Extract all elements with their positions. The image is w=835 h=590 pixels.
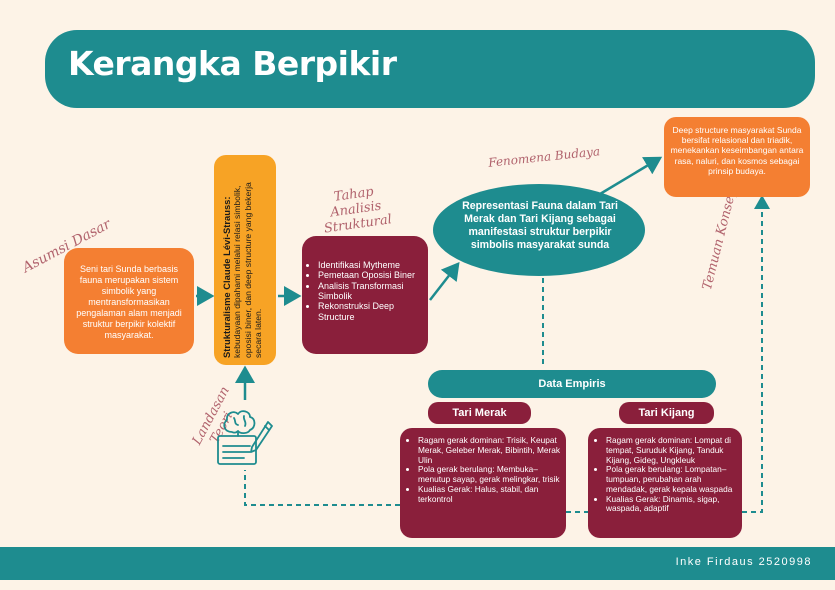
dashed-merak-brain [244,470,400,506]
tahap-item: Rekonstruksi Deep Structure [318,301,424,322]
data-empiris-header: Data Empiris [428,370,716,398]
asumsi-dasar-box: Seni tari Sunda berbasis fauna merupakan… [64,248,194,354]
kijang-item: Kualias Gerak: Dinamis, sigap, waspada, … [606,494,738,515]
arrow-ellipse-temuan [599,156,663,196]
merak-item: Pola gerak berulang: Membuka–menutup say… [418,465,562,485]
tari-kijang-title: Tari Kijang [619,402,714,424]
footer-bar [0,547,835,580]
teori-title: Strukturalisme Claude Lévi-Strauss: [221,196,232,358]
kijang-item: Pola gerak berulang: Lompatan–tumpuan, p… [606,464,738,494]
kijang-item: Ragam gerak dominan: Lompat di tempat, S… [606,435,738,465]
fenomena-text: Representasi Fauna dalam Tari Merak dan … [462,200,618,251]
brain-writing-icon [217,410,273,465]
tahap-analisis-box: Identifikasi Mytheme Pemetaan Oposisi Bi… [302,236,428,354]
fenomena-ellipse [433,184,645,276]
author-credit: Inke Firdaus 2520998 [675,556,812,568]
tari-merak-title: Tari Merak [428,402,531,424]
arrow-tahap-ellipse [429,262,460,301]
landasan-teori-box [214,155,276,365]
dashed-kijang-temuan [742,195,770,513]
teori-body: kebudayaan dipahami melalui relasi simbo… [232,182,263,358]
tahap-item: Identifikasi Mytheme [318,260,424,270]
merak-item: Kualias Gerak: Halus, stabil, dan terkon… [418,484,562,505]
tari-merak-box: Ragam gerak dominan: Trisik, Keupat Mera… [400,428,566,538]
tahap-item: Analisis Transformasi Simbolik [318,281,424,302]
merak-item: Ragam gerak dominan: Trisik, Keupat Mera… [418,435,562,465]
tari-kijang-box: Ragam gerak dominan: Lompat di tempat, S… [588,428,742,538]
temuan-konseptual-box: Deep structure masyarakat Sunda bersifat… [664,117,810,197]
tahap-item: Pemetaan Oposisi Biner [318,270,424,280]
page-title: Kerangka Berpikir [68,44,397,83]
teori-text: Strukturalisme Claude Lévi-Strauss: kebu… [221,162,269,358]
title-bar [45,30,815,108]
